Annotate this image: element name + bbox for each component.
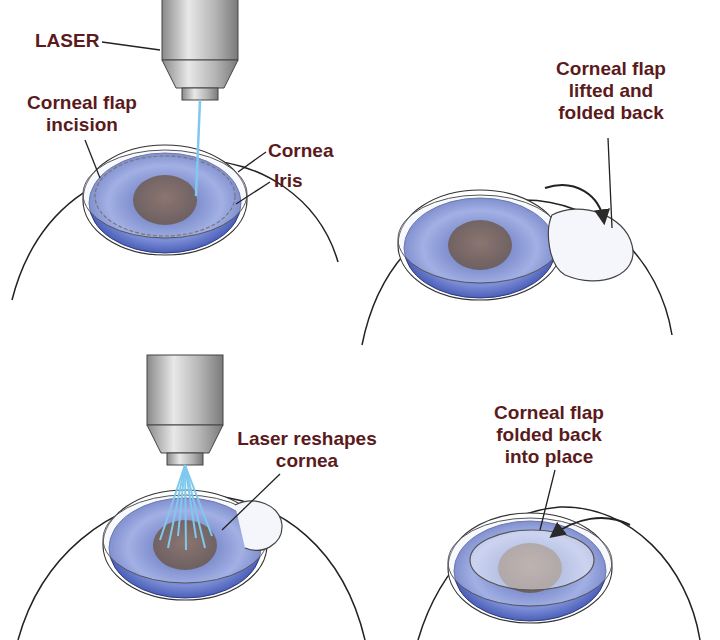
fold-arrow bbox=[545, 185, 604, 222]
label-text: Iris bbox=[274, 170, 334, 192]
leader-line bbox=[85, 140, 100, 178]
leader-line bbox=[608, 138, 612, 228]
label-text: Laser reshapes cornea bbox=[232, 428, 382, 472]
leader-line bbox=[222, 474, 280, 530]
corneal-flap bbox=[470, 530, 594, 590]
flap-incision bbox=[95, 156, 235, 236]
laser bbox=[147, 355, 223, 465]
label-text: Corneal flap incision bbox=[12, 92, 152, 136]
label-text: Corneal flap folded back into place bbox=[480, 402, 618, 468]
label-text: Corneal flap lifted and folded back bbox=[545, 58, 677, 124]
eye bbox=[83, 145, 247, 255]
laser-beam bbox=[196, 100, 200, 196]
corneal-flap bbox=[548, 209, 633, 281]
leader-line bbox=[102, 42, 160, 50]
label-text: Cornea bbox=[268, 140, 358, 162]
corneal-flap bbox=[235, 501, 282, 550]
eye bbox=[398, 190, 562, 300]
fold-arrow bbox=[552, 518, 630, 536]
eye bbox=[448, 513, 612, 623]
laser bbox=[162, 0, 238, 100]
leader-line bbox=[540, 470, 555, 530]
eyeball-outline bbox=[418, 507, 700, 640]
laser-beams bbox=[160, 465, 212, 550]
leader-line bbox=[238, 152, 266, 172]
label-text: LASER bbox=[35, 30, 125, 52]
leader-line bbox=[236, 182, 270, 204]
